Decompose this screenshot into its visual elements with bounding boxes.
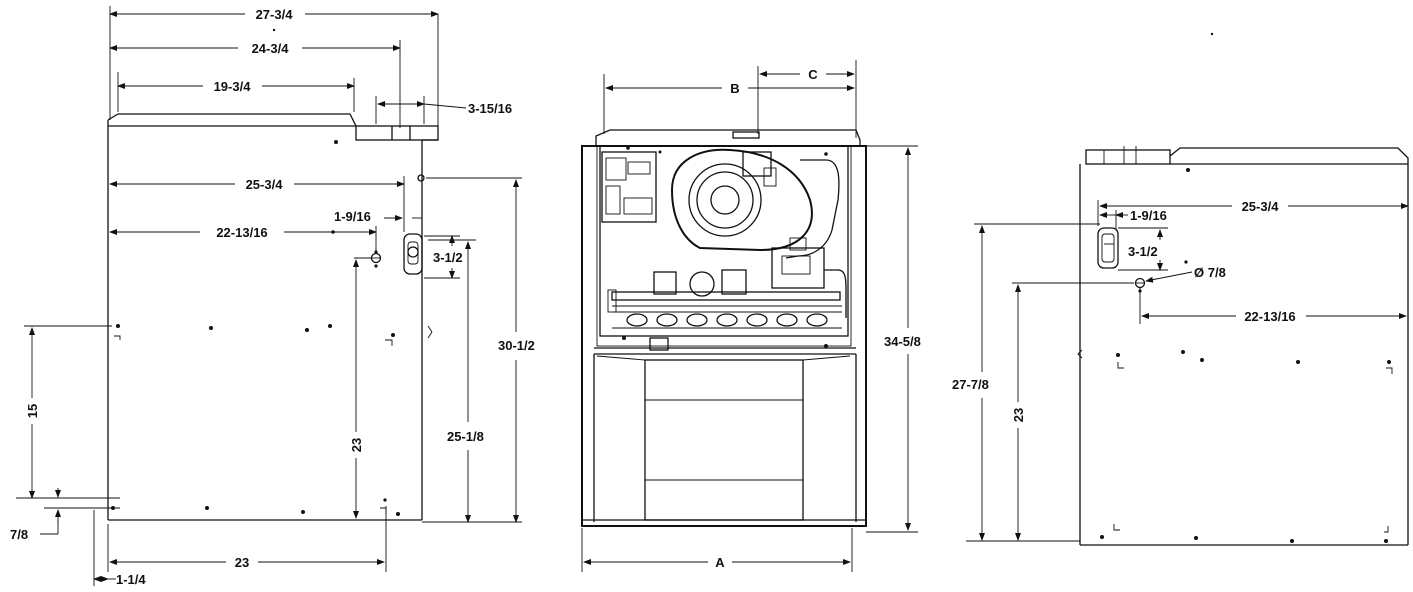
left-cabinet-outline <box>107 113 439 521</box>
front-dimension-lines <box>581 60 918 572</box>
left-holes <box>111 140 425 516</box>
dim-right-hole-diameter: Ø 7/8 <box>1194 265 1226 280</box>
dim-bottom-width: 23 <box>235 555 249 570</box>
dim-knockout-bottom-height: 25-1/8 <box>447 429 484 444</box>
dim-upper-hole-height: 30-1/2 <box>498 338 535 353</box>
right-cabinet-outline <box>1077 146 1409 546</box>
burner-row <box>626 313 828 327</box>
dim-to-flue: 24-3/4 <box>252 41 290 56</box>
dim-to-gas-hole: 22-13/16 <box>216 225 267 240</box>
left-side-view: 27-3/4 24-3/4 19-3/4 3-15/16 25-3/4 1-9/… <box>10 6 535 587</box>
dim-left-hole-height: 15 <box>25 404 40 418</box>
dim-top-panel: 19-3/4 <box>214 79 252 94</box>
right-holes <box>1097 168 1393 543</box>
dim-knockout-width: 1-9/16 <box>334 209 371 224</box>
dim-top-width: 27-3/4 <box>256 7 294 22</box>
front-cabinet-outline <box>581 129 867 527</box>
dim-bottom-offset: 7/8 <box>10 527 28 542</box>
dim-right-gas-hole-height: 23 <box>1011 408 1026 422</box>
dim-left-offset: 1-1/4 <box>116 572 146 587</box>
dim-to-upper-hole: 25-3/4 <box>246 177 284 192</box>
left-dimension-labels: 27-3/4 24-3/4 19-3/4 3-15/16 25-3/4 1-9/… <box>10 7 535 587</box>
dim-right-to-gas-hole: 22-13/16 <box>1244 309 1295 324</box>
dim-gas-height: 23 <box>349 438 364 452</box>
right-dimension-labels: 25-3/4 1-9/16 3-1/2 Ø 7/8 22-13/16 27-7/… <box>952 199 1296 422</box>
front-dimension-labels: B C A 34-5/8 <box>715 67 921 570</box>
dim-right-knockout-height: 3-1/2 <box>1128 244 1158 259</box>
dim-knockout-height: 3-1/2 <box>433 250 463 265</box>
dim-inner-width: B <box>730 81 739 96</box>
left-dimension-lines <box>16 6 522 586</box>
dim-width: A <box>715 555 725 570</box>
right-dimension-lines <box>966 200 1409 542</box>
dim-height: 34-5/8 <box>884 334 921 349</box>
front-view: B C A 34-5/8 <box>581 60 921 572</box>
dim-right-gas-height: 27-7/8 <box>952 377 989 392</box>
dim-flue-offset: C <box>808 67 818 82</box>
front-components <box>601 146 847 351</box>
dim-right-to-gas-knockout: 25-3/4 <box>1242 199 1280 214</box>
dim-flue-width: 3-15/16 <box>468 101 512 116</box>
right-side-view: 25-3/4 1-9/16 3-1/2 Ø 7/8 22-13/16 27-7/… <box>952 146 1409 546</box>
dim-right-knockout-width: 1-9/16 <box>1130 208 1167 223</box>
